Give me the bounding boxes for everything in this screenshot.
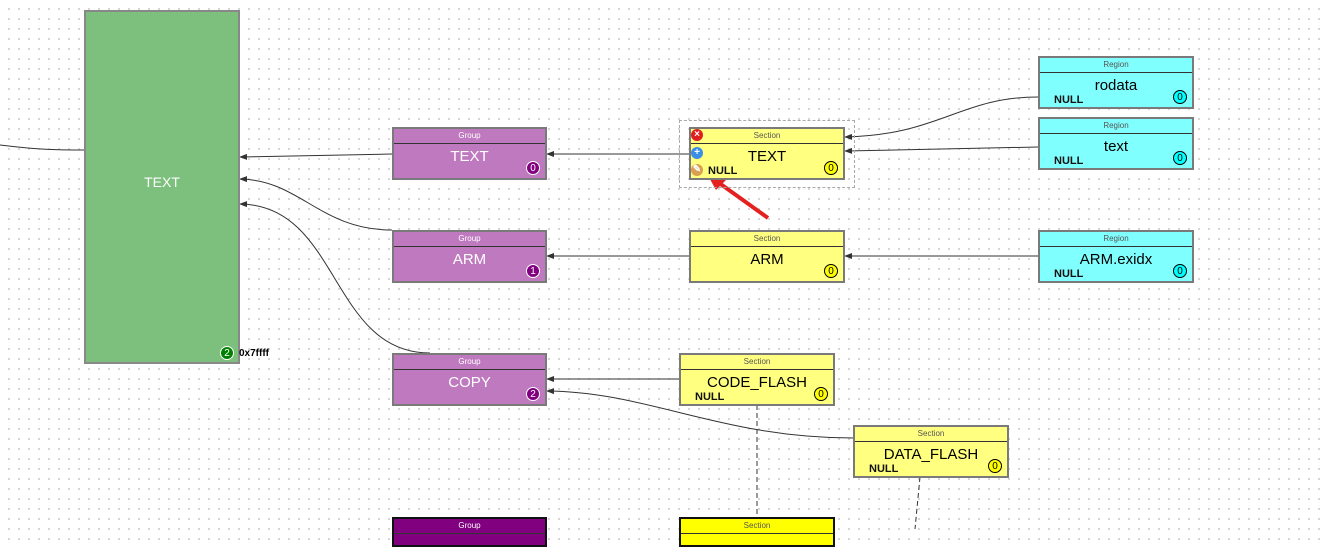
edge [239, 201, 431, 354]
edge [844, 146, 1039, 154]
section-null: NULL [708, 165, 738, 177]
edge [546, 388, 855, 439]
region-badge: 0 [1173, 151, 1187, 165]
group-header: Group [394, 129, 545, 144]
section-badge: 0 [814, 387, 828, 401]
region-arm-exidx[interactable]: Region ARM.exidx NULL 0 [1038, 230, 1194, 283]
group-copy[interactable]: Group COPY 2 [392, 353, 547, 406]
region-null: NULL [1054, 155, 1084, 167]
group-partial[interactable]: Group [392, 517, 547, 547]
group-header: Group [394, 232, 545, 247]
section-header: Section [681, 355, 833, 370]
group-header: Group [394, 519, 545, 534]
section-data-flash[interactable]: Section DATA_FLASH NULL 0 [853, 425, 1009, 478]
section-header: Section [691, 232, 843, 247]
region-label: ARM.exidx [1079, 251, 1153, 268]
edit-icon[interactable]: ✎ [691, 164, 703, 176]
section-null: NULL [869, 463, 899, 475]
add-icon[interactable]: + [691, 147, 703, 159]
section-partial[interactable]: Section [679, 517, 835, 547]
region-header: Region [1040, 232, 1192, 247]
connection-layer [0, 96, 1039, 529]
selection-box [679, 120, 855, 188]
region-rodata[interactable]: Region rodata NULL 0 [1038, 56, 1194, 109]
section-header: Section [691, 129, 843, 144]
group-label: ARM [452, 251, 487, 268]
group-arm[interactable]: Group ARM 1 [392, 230, 547, 283]
group-label: TEXT [450, 148, 489, 165]
section-text[interactable]: Section TEXT NULL 0 [689, 127, 845, 180]
section-code-flash[interactable]: Section CODE_FLASH NULL 0 [679, 353, 835, 406]
region-label: text [1103, 138, 1129, 155]
section-header: Section [855, 427, 1007, 442]
memory-address: 0x7ffff [239, 348, 270, 359]
memory-label: TEXT [144, 174, 180, 190]
section-label: CODE_FLASH [706, 374, 808, 391]
group-badge: 2 [526, 387, 540, 401]
region-null: NULL [1054, 94, 1084, 106]
delete-icon[interactable]: × [691, 129, 703, 141]
edge [844, 96, 1039, 140]
section-label: ARM [750, 251, 784, 268]
section-null: NULL [695, 391, 725, 403]
pointer-arrow [713, 178, 770, 220]
region-header: Region [1040, 119, 1192, 134]
edge [239, 176, 393, 231]
section-badge: 0 [988, 459, 1002, 473]
dashed-edge [914, 476, 921, 529]
memory-block-text[interactable]: TEXT 2 [84, 10, 240, 364]
edge [239, 153, 393, 160]
region-null: NULL [1054, 268, 1084, 280]
region-badge: 0 [1173, 90, 1187, 104]
region-label: rodata [1094, 77, 1138, 94]
section-label: TEXT [747, 148, 787, 165]
region-badge: 0 [1173, 264, 1187, 278]
edge [0, 144, 86, 151]
group-header: Group [394, 355, 545, 370]
section-header: Section [681, 519, 833, 534]
section-badge: 0 [824, 264, 838, 278]
memory-badge: 2 [220, 346, 234, 360]
section-arm[interactable]: Section ARM 0 [689, 230, 845, 283]
group-text[interactable]: Group TEXT 0 [392, 127, 547, 180]
group-label: COPY [448, 374, 491, 391]
section-label: DATA_FLASH [883, 446, 979, 463]
section-badge: 0 [824, 161, 838, 175]
region-header: Region [1040, 58, 1192, 73]
group-badge: 0 [526, 161, 540, 175]
region-text[interactable]: Region text NULL 0 [1038, 117, 1194, 170]
group-badge: 1 [526, 264, 540, 278]
